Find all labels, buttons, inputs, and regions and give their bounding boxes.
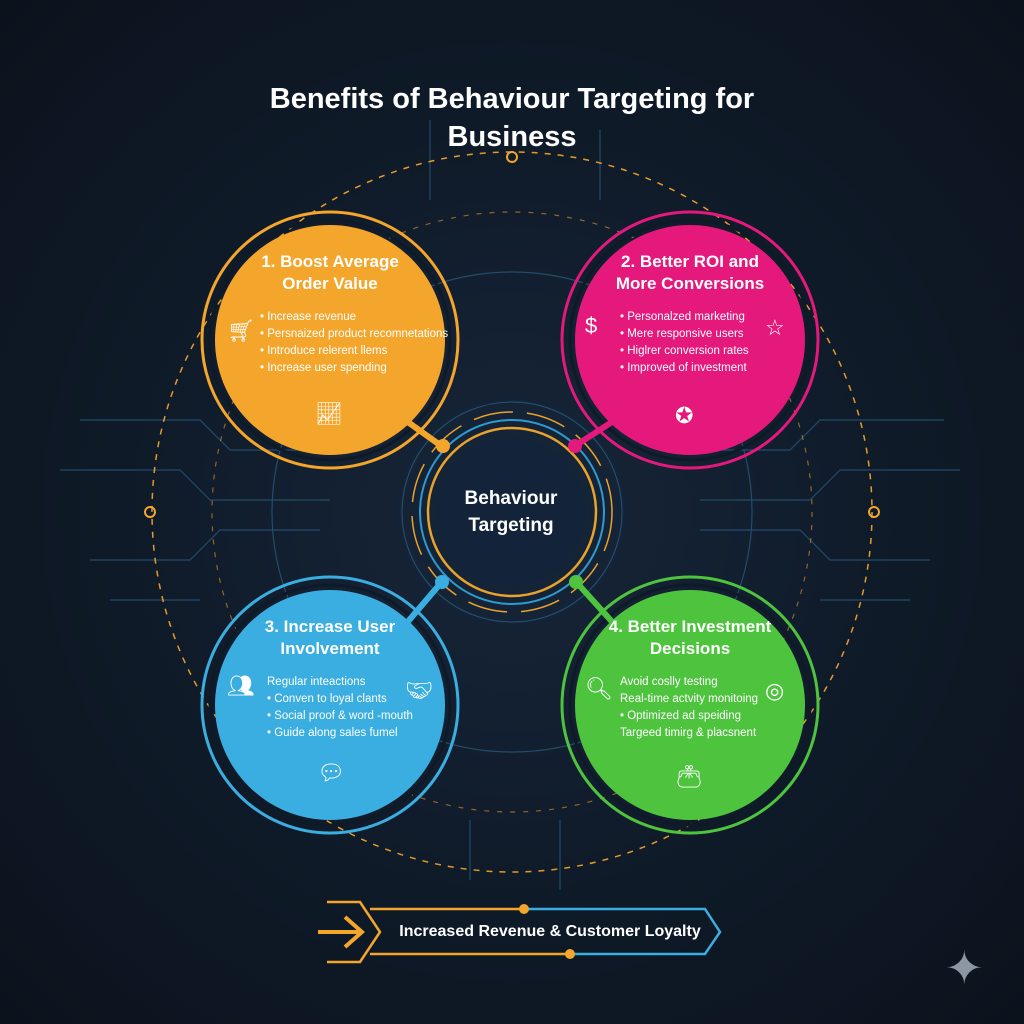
chat-bubble-icon: 💬︎: [317, 760, 345, 785]
magnifier-icon: 🔍︎: [585, 676, 613, 701]
handshake-icon: 🤝︎: [405, 678, 433, 703]
banner-label: Increased Revenue & Customer Loyalty: [399, 923, 701, 940]
users-group-icon: 👥︎: [227, 673, 255, 698]
shopping-cart-icon: 🛒︎: [227, 318, 255, 343]
wallet-icon: 👛︎: [675, 764, 703, 789]
star-icon: ☆: [765, 315, 785, 340]
growth-chart-icon: 📈︎: [315, 401, 343, 426]
page-title: Benefits of Behaviour Targeting for Busi…: [269, 83, 755, 153]
sparkle-icon: ✦: [945, 942, 984, 994]
outcome-banner: Increased Revenue & Customer Loyalty: [385, 910, 715, 954]
dollar-cycle-icon: $: [585, 313, 598, 338]
star-badge-icon: ✪: [675, 403, 694, 428]
target-icon: ◎: [765, 678, 785, 703]
